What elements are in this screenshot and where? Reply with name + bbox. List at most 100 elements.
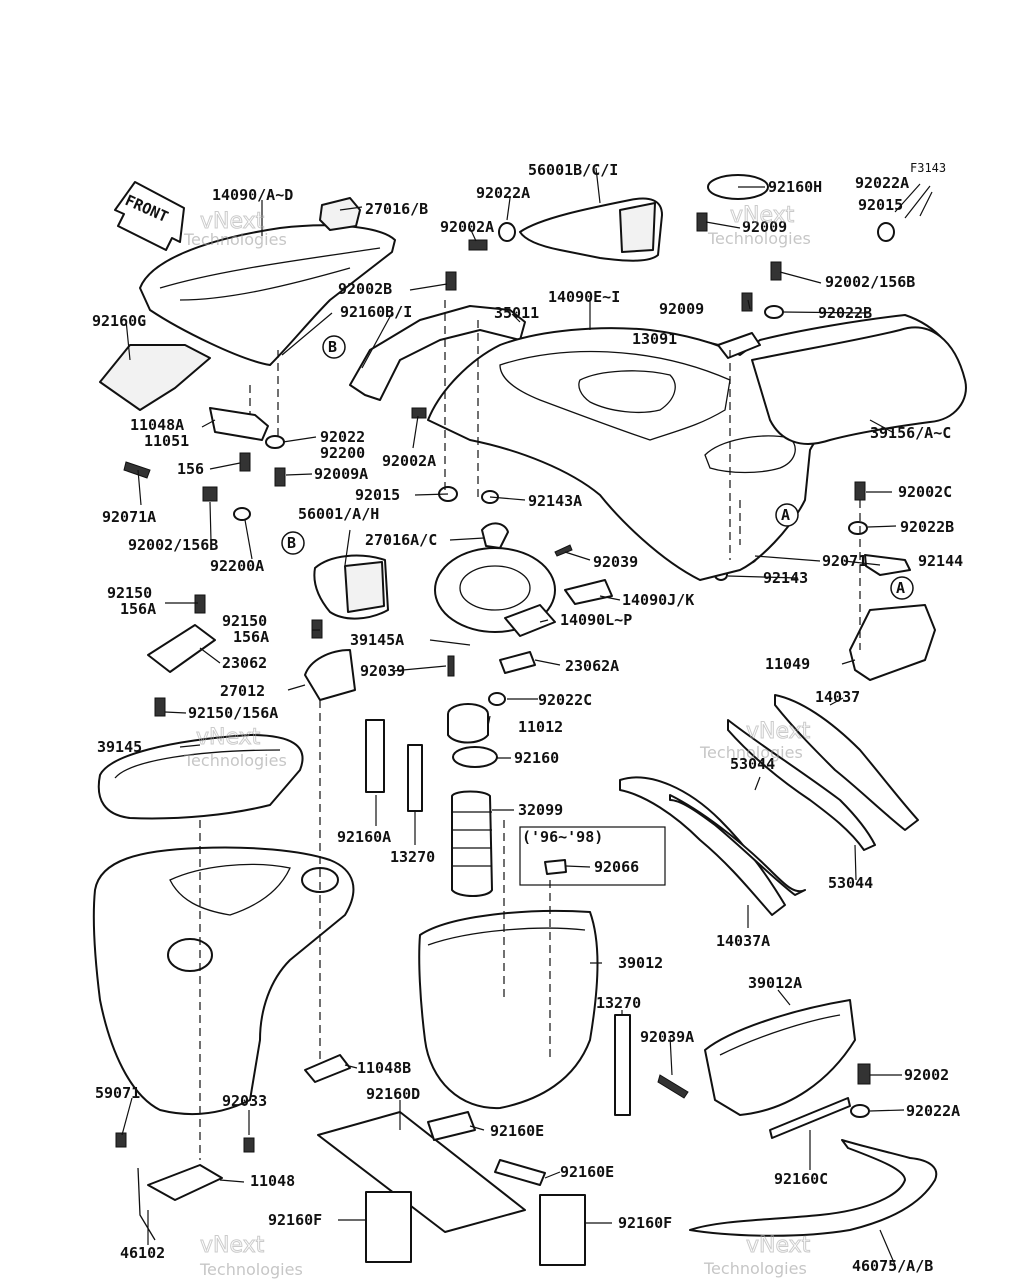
- part-label: 92039: [360, 662, 405, 680]
- svg-text:vNext: vNext: [200, 209, 265, 234]
- svg-text:vNext: vNext: [730, 203, 795, 228]
- part-label: 92039A: [640, 1028, 694, 1046]
- part-label: 14090J/K: [622, 591, 694, 609]
- part-label: 11048A: [130, 416, 184, 434]
- pad-92160e-b-part: [494, 1159, 546, 1186]
- latch-23062a-part: [499, 651, 536, 674]
- figure-code-leader: [904, 185, 933, 219]
- variant-note: ('96~'98): [522, 828, 603, 846]
- part-label: 92002C: [898, 483, 952, 501]
- pad-92160c-part: [769, 1097, 851, 1139]
- svg-text:Technologies: Technologies: [707, 229, 811, 248]
- part-label: 92160E: [560, 1163, 614, 1181]
- part-label: 39145A: [350, 631, 404, 649]
- part-label: 23062A: [565, 657, 619, 675]
- part-label: 39012A: [748, 974, 802, 992]
- pad-92160f-b-part: [539, 1194, 586, 1266]
- part-label: 92022A: [906, 1102, 960, 1120]
- callout-b-top: B: [322, 335, 346, 359]
- rail-53044-part: [727, 719, 876, 851]
- part-label: 92160E: [490, 1122, 544, 1140]
- pad-92160e-part: [427, 1111, 476, 1141]
- variant-note-box: [519, 826, 666, 886]
- hood-part: [139, 224, 396, 366]
- callout-a-bracket: A: [890, 576, 914, 600]
- part-label: 92066: [594, 858, 639, 876]
- part-label: 92022A: [855, 174, 909, 192]
- part-label: 13091: [632, 330, 677, 348]
- part-label: 14037A: [716, 932, 770, 950]
- plate-13091-part: [717, 332, 761, 359]
- part-label: 92144: [918, 552, 963, 570]
- pad-92160g-part: [99, 344, 211, 411]
- hinge-14090l-part: [504, 604, 556, 637]
- part-label: 39156/A~C: [870, 424, 951, 442]
- part-label: 156A: [120, 600, 156, 618]
- mirror-glass-lower-part: [344, 561, 385, 613]
- svg-text:vNext: vNext: [746, 1233, 811, 1258]
- bracket-11049-part: [849, 604, 936, 681]
- part-label: 11012: [518, 718, 563, 736]
- part-label: 92009A: [314, 465, 368, 483]
- svg-text:A: A: [781, 506, 790, 524]
- part-label: 11049: [765, 655, 810, 673]
- figure-code: F3143: [910, 161, 946, 175]
- part-label: 39012: [618, 954, 663, 972]
- part-label: 92160C: [774, 1170, 828, 1188]
- part-label: 11048B: [357, 1059, 411, 1077]
- part-label: 92022B: [900, 518, 954, 536]
- svg-text:Technologies: Technologies: [183, 230, 287, 249]
- part-label: 92015: [355, 486, 400, 504]
- part-label: 92009: [742, 218, 787, 236]
- part-label: 53044: [730, 755, 775, 773]
- svg-text:Technologies: Technologies: [699, 743, 803, 762]
- part-label: 27016/B: [365, 200, 428, 218]
- mirror-glass-part: [619, 202, 656, 253]
- part-label: 92160G: [92, 312, 146, 330]
- part-label: 92002/156B: [825, 273, 915, 291]
- part-label: 23062: [222, 654, 267, 672]
- part-label: 46102: [120, 1244, 165, 1262]
- part-label: 92160B/I: [340, 303, 412, 321]
- part-label: 92022C: [538, 691, 592, 709]
- pin-92039a-part: [657, 1074, 689, 1099]
- part-label: 92002/156B: [128, 536, 218, 554]
- cowl-39156-part: [751, 326, 967, 445]
- pad-92160f-part: [365, 1191, 412, 1263]
- part-label: 13270: [390, 848, 435, 866]
- bin-39012-part: [418, 909, 599, 1110]
- front-arrow-icon: FRONT: [114, 181, 185, 251]
- part-label: 11051: [144, 432, 189, 450]
- part-label: 92160F: [618, 1214, 672, 1232]
- part-label: 14090E~I: [548, 288, 620, 306]
- callout-a-deck: A: [775, 503, 799, 527]
- part-label: 35011: [494, 304, 539, 322]
- cap-27016-part: [319, 197, 361, 231]
- part-label: 39145: [97, 738, 142, 756]
- catch-27012-part: [304, 649, 356, 701]
- bracket-11048a-part: [209, 407, 269, 441]
- rail-53044b-part: [669, 794, 806, 896]
- part-label: 156: [177, 460, 204, 478]
- hose-32099-part: [451, 790, 493, 897]
- part-label: 32099: [518, 801, 563, 819]
- part-label: 92002: [904, 1066, 949, 1084]
- part-label: 92071: [822, 552, 867, 570]
- cap-92066-part: [544, 859, 567, 875]
- hull-part: [92, 846, 355, 1116]
- cover-14090j-part: [564, 579, 613, 605]
- part-label: 156A: [233, 628, 269, 646]
- cap-27016a-part: [481, 522, 509, 549]
- part-label: 27012: [220, 682, 265, 700]
- part-label: 92160: [514, 749, 559, 767]
- part-label: 92160H: [768, 178, 822, 196]
- svg-text:vNext: vNext: [200, 1233, 265, 1258]
- strip-13270-part: [407, 744, 423, 812]
- part-label: 14090L~P: [560, 611, 632, 629]
- part-label: 27016A/C: [365, 531, 437, 549]
- part-label: 59071: [95, 1084, 140, 1102]
- bin-39012a-part: [704, 999, 856, 1116]
- svg-text:Technologies: Technologies: [199, 1260, 303, 1279]
- part-label: 92039: [593, 553, 638, 571]
